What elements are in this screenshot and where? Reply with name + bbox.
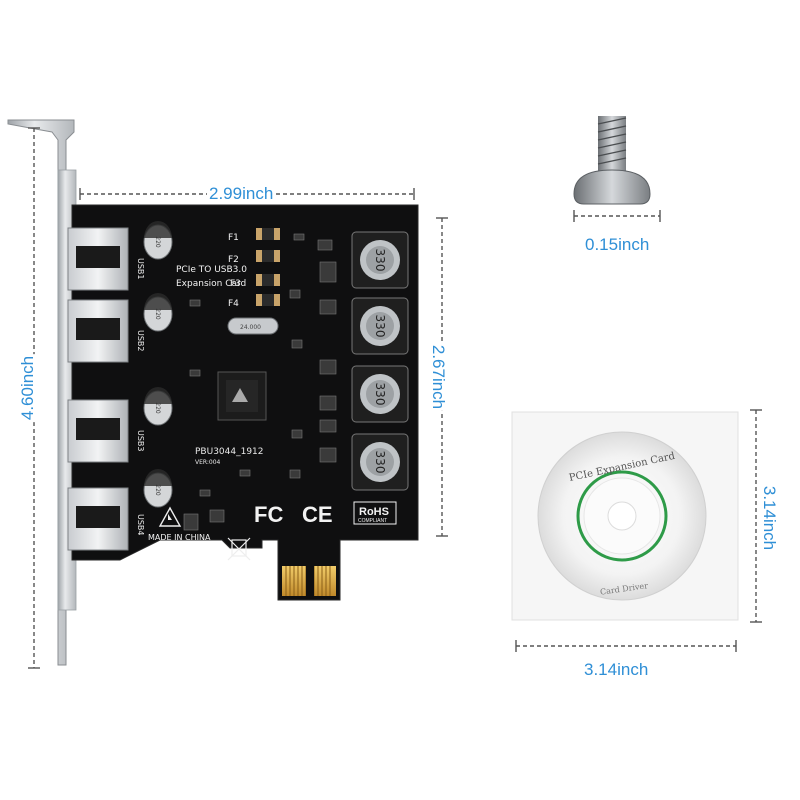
capacitor-label: 220 [154, 402, 161, 414]
card-height-label: 2.67inch [428, 342, 449, 412]
fuse-label-3: F3 [230, 279, 241, 289]
fuse-label-2: F2 [228, 255, 239, 265]
pcie-card: USB1 USB2 USB3 USB4 220 220 220 [7, 119, 419, 666]
pcie-gold-fingers [282, 562, 336, 598]
board-title-line1: PCIe TO USB3.0 [176, 265, 247, 275]
screw-size-label: 0.15inch [583, 235, 652, 255]
capacitor-label: 220 [154, 484, 161, 496]
capacitor-label: 220 [154, 236, 161, 248]
card-width-label: 2.99inch [207, 184, 276, 204]
inductor-label: 330 [373, 315, 387, 338]
cd-height-label: 3.14inch [759, 483, 780, 553]
esd-warning-icon [158, 506, 182, 527]
bracket-height-label: 4.60inch [18, 353, 39, 423]
inductors: 330 330 330 330 [351, 231, 409, 491]
crystal-label: 24.000 [240, 324, 261, 331]
usb-label-1: USB1 [136, 258, 145, 280]
usb-label-2: USB2 [136, 330, 145, 352]
capacitors: 220 220 220 220 [143, 221, 173, 508]
smd-components [183, 233, 337, 531]
certification-marks: FC CE RoHS COMPLIANT [254, 501, 397, 527]
capacitor-label: 220 [154, 308, 161, 320]
usb-label-4: USB4 [136, 514, 145, 536]
cd-width-label: 3.14inch [582, 660, 651, 680]
usb-label-3: USB3 [136, 430, 145, 452]
fuses: F1 F2 F3 F4 [228, 228, 280, 309]
controller-chip [217, 371, 267, 421]
chip-label: PBU3044_1912 [195, 447, 264, 457]
rohs-subtext: COMPLIANT [358, 518, 387, 524]
inductor-label: 330 [373, 451, 387, 474]
fc-mark: FC [254, 502, 283, 527]
made-in-label: MADE IN CHINA [148, 533, 211, 542]
weee-bin-icon [227, 537, 251, 561]
fuse-label-4: F4 [228, 299, 239, 309]
ce-mark: CE [302, 502, 333, 527]
board-title-line2: Expansion Card [176, 279, 246, 289]
inductor-label: 330 [373, 383, 387, 406]
usb-ports [67, 227, 129, 551]
screw [573, 116, 651, 205]
fuse-label-1: F1 [228, 233, 239, 243]
driver-cd: PCIe Expansion Card Card Driver [511, 411, 739, 621]
version-label: VER:004 [195, 459, 221, 466]
inductor-label: 330 [373, 249, 387, 272]
rohs-mark: RoHS [359, 506, 389, 518]
crystal-oscillator: 24.000 [227, 317, 279, 335]
